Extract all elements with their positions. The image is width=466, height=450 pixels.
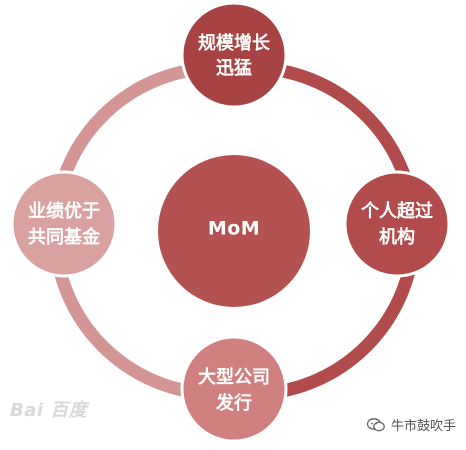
- node-bottom-line2: 发行: [215, 392, 252, 414]
- node-left-line1: 业绩优于: [28, 200, 100, 222]
- node-top: [180, 1, 288, 109]
- wechat-source-label: 牛市鼓吹手: [390, 419, 456, 434]
- node-right: [343, 170, 451, 278]
- wechat-source-watermark: 牛市鼓吹手: [366, 415, 456, 434]
- node-top-line1: 规模增长: [198, 32, 271, 54]
- center-node-label: MoM: [208, 218, 260, 240]
- chat-bubble-icon: [366, 417, 385, 431]
- baidu-watermark: Bai 百度: [10, 400, 88, 421]
- center-node: [158, 155, 310, 307]
- node-bottom-line1: 大型公司: [198, 366, 270, 388]
- node-left-line2: 共同基金: [28, 226, 101, 248]
- node-right-line1: 个人超过: [360, 200, 433, 222]
- node-right-line2: 机构: [379, 226, 415, 248]
- node-top-line2: 迅猛: [216, 57, 252, 79]
- node-bottom: [180, 335, 288, 443]
- node-left: [10, 170, 118, 278]
